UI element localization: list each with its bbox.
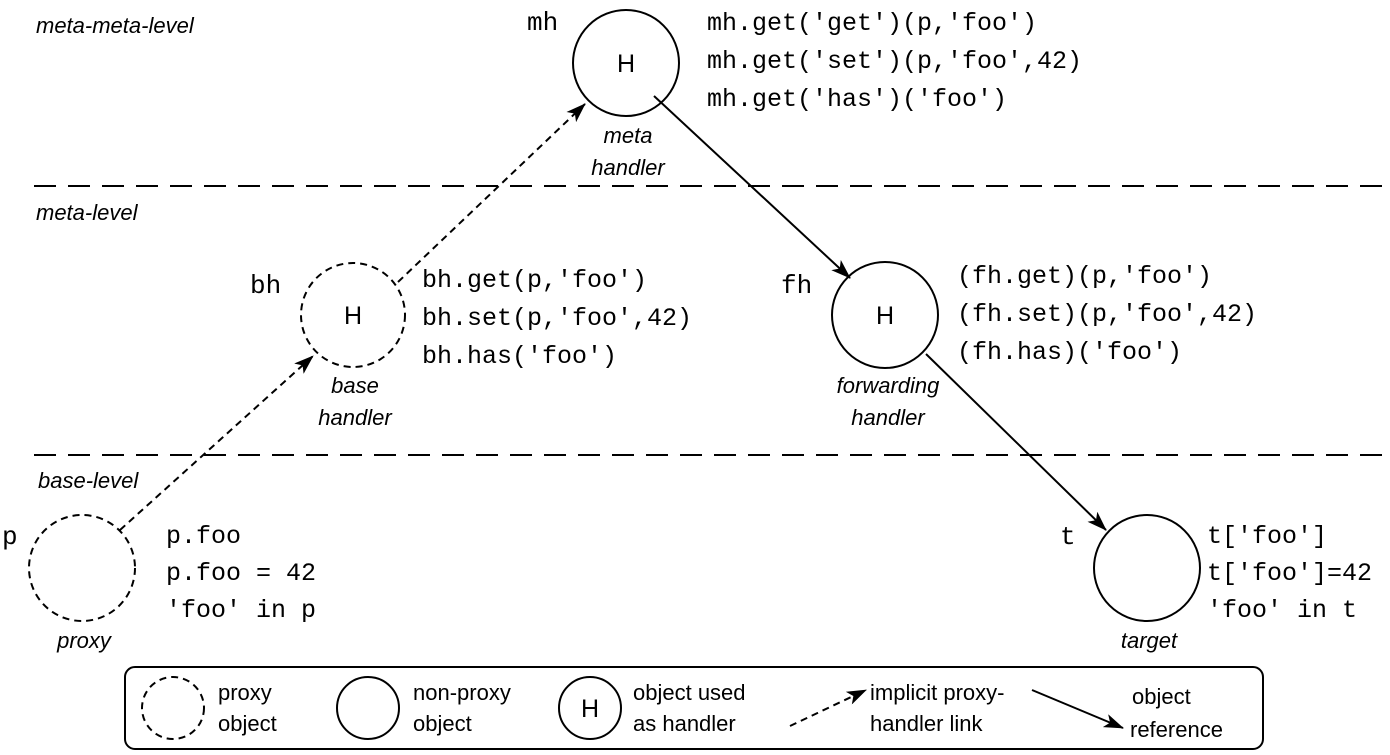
proxy-to-base-handler-link (119, 355, 314, 531)
forwarding-handler-node: H fh forwarding handler (fh.get)(p,'foo'… (781, 261, 1257, 430)
proxy-caption: proxy (56, 628, 113, 653)
legend-reference-symbol (1031, 689, 1124, 729)
meta-handler-caption-line2: handler (591, 155, 666, 180)
base-handler-caption-line2: handler (318, 405, 393, 430)
meta-meta-level-label: meta-meta-level (36, 13, 195, 38)
forwarding-handler-circle (831, 261, 939, 369)
legend-handler-line2: as handler (633, 711, 736, 736)
legend-box (124, 666, 1264, 750)
proxy-code-line3: 'foo' in p (166, 596, 316, 625)
forwarding-handler-caption-line2: handler (851, 405, 926, 430)
base-level-label: base-level (38, 468, 139, 493)
legend: proxy object non-proxy object H object u… (124, 666, 1264, 750)
proxy-node: p proxy p.foo p.foo = 42 'foo' in p (2, 514, 316, 653)
base-handler-letter: H (344, 302, 362, 330)
meta-handler-name: mh (527, 8, 558, 38)
base-handler-to-meta-handler-link (397, 103, 586, 283)
meta-handler-code-line1: mh.get('get')(p,'foo') (707, 9, 1037, 38)
base-handler-code-line3: bh.has('foo') (422, 342, 617, 371)
legend-reference-line1: object (1132, 684, 1191, 709)
forwarding-handler-letter: H (876, 302, 894, 330)
target-caption: target (1121, 628, 1178, 653)
meta-handler-code-line3: mh.get('has')('foo') (707, 85, 1007, 114)
meta-handler-node: H mh meta handler mh.get('get')(p,'foo')… (527, 8, 1082, 180)
forwarding-handler-code-line2: (fh.set)(p,'foo',42) (957, 300, 1257, 329)
forwarding-handler-caption-line1: forwarding (837, 373, 940, 398)
proxy-circle (28, 514, 136, 622)
target-code-line2: t['foo']=42 (1207, 559, 1372, 588)
proxy-name: p (2, 522, 18, 552)
target-circle (1093, 514, 1201, 622)
meta-level-label: meta-level (36, 200, 139, 225)
base-handler-code-line1: bh.get(p,'foo') (422, 266, 647, 295)
legend-implicit-link-symbol (789, 689, 867, 727)
target-code-line1: t['foo'] (1207, 522, 1327, 551)
meta-handler-to-forwarding-handler-reference (653, 95, 851, 279)
target-name: t (1060, 522, 1076, 552)
forwarding-handler-code-line3: (fh.has)('foo') (957, 338, 1182, 367)
forwarding-handler-code-line1: (fh.get)(p,'foo') (957, 262, 1212, 291)
legend-implicit-line2: handler link (870, 711, 984, 736)
base-handler-circle (300, 262, 406, 368)
forwarding-handler-name: fh (781, 271, 812, 301)
legend-proxy-symbol (141, 676, 205, 740)
legend-proxy-line1: proxy (218, 680, 272, 705)
meta-handler-letter: H (617, 50, 635, 78)
legend-implicit-line1: implicit proxy- (870, 680, 1004, 705)
target-node: t target t['foo'] t['foo']=42 'foo' in t (1060, 514, 1372, 653)
meta-handler-circle (572, 9, 680, 117)
base-handler-node: H bh base handler bh.get(p,'foo') bh.set… (250, 262, 692, 430)
legend-nonproxy-symbol (336, 676, 400, 740)
base-handler-caption-line1: base (331, 373, 379, 398)
forwarding-handler-to-target-reference (925, 353, 1107, 531)
legend-nonproxy-line2: object (413, 711, 472, 736)
meta-handler-caption-line1: meta (604, 123, 653, 148)
legend-nonproxy-line1: non-proxy (413, 680, 511, 705)
meta-handler-code-line2: mh.get('set')(p,'foo',42) (707, 47, 1082, 76)
proxy-code-line2: p.foo = 42 (166, 559, 316, 588)
legend-reference-line2: reference (1130, 717, 1223, 742)
legend-proxy-line2: object (218, 711, 277, 736)
legend-handler-line1: object used (633, 680, 746, 705)
base-handler-name: bh (250, 271, 281, 301)
proxy-code-line1: p.foo (166, 522, 241, 551)
target-code-line3: 'foo' in t (1207, 596, 1357, 625)
legend-handler-symbol (558, 676, 622, 740)
base-handler-code-line2: bh.set(p,'foo',42) (422, 304, 692, 333)
legend-handler-letter: H (581, 695, 599, 723)
